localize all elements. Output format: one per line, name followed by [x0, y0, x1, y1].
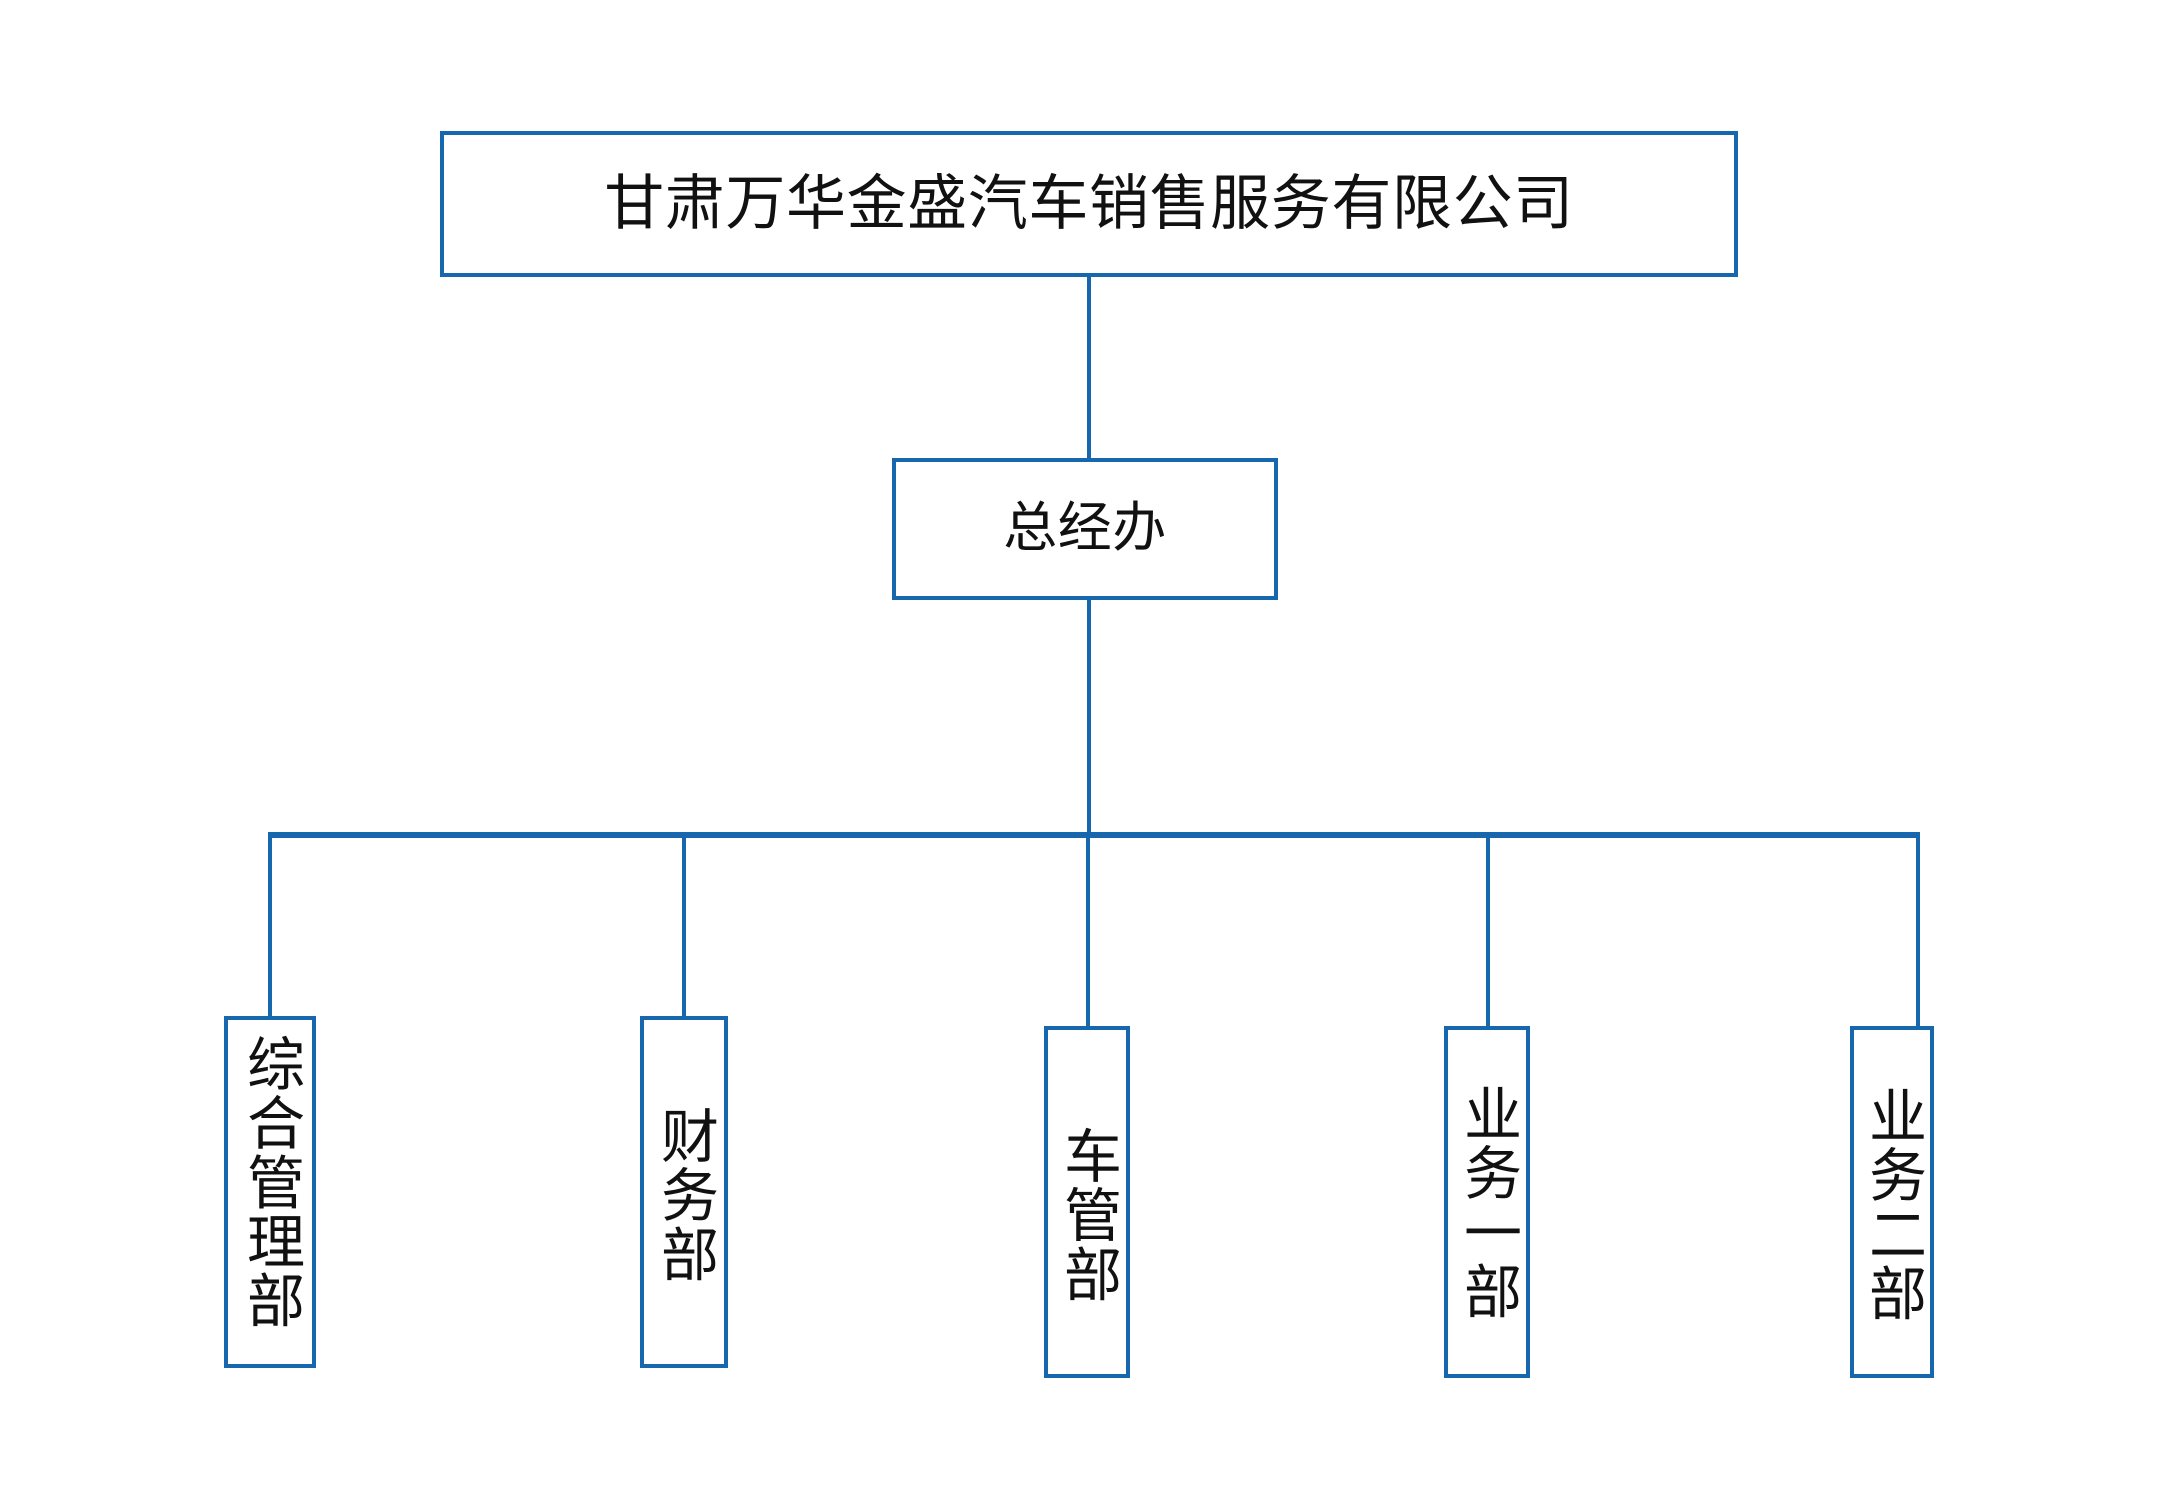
connector-bus-to-department-3	[1086, 832, 1090, 1028]
node-department-finance-label: 财务部	[652, 1106, 717, 1284]
node-department-vehicle-management[interactable]: 车管部	[1044, 1026, 1130, 1378]
connector-root-to-general-manager	[1087, 277, 1091, 460]
connector-horizontal-bus	[270, 832, 1920, 838]
node-department-business-one-label: 业务一部	[1455, 1084, 1520, 1321]
connector-general-manager-to-bus	[1087, 600, 1091, 836]
node-department-comprehensive-management-label: 综合管理部	[238, 1034, 303, 1330]
node-department-business-one[interactable]: 业务一部	[1444, 1026, 1530, 1378]
node-department-business-two-label: 业务二部	[1860, 1086, 1925, 1323]
node-department-finance[interactable]: 财务部	[640, 1016, 728, 1368]
node-company-root[interactable]: 甘肃万华金盛汽车销售服务有限公司	[440, 131, 1738, 277]
connector-bus-to-department-1	[268, 832, 272, 1018]
node-department-business-two[interactable]: 业务二部	[1850, 1026, 1934, 1378]
connector-bus-to-department-5	[1916, 832, 1920, 1028]
node-general-manager-office[interactable]: 总经办	[892, 458, 1278, 600]
node-general-manager-office-label: 总经办	[1003, 498, 1167, 559]
node-department-vehicle-management-label: 车管部	[1055, 1126, 1120, 1304]
node-department-comprehensive-management[interactable]: 综合管理部	[224, 1016, 316, 1368]
connector-bus-to-department-4	[1486, 832, 1490, 1028]
connector-bus-to-department-2	[682, 832, 686, 1018]
node-company-root-label: 甘肃万华金盛汽车销售服务有限公司	[604, 170, 1574, 238]
